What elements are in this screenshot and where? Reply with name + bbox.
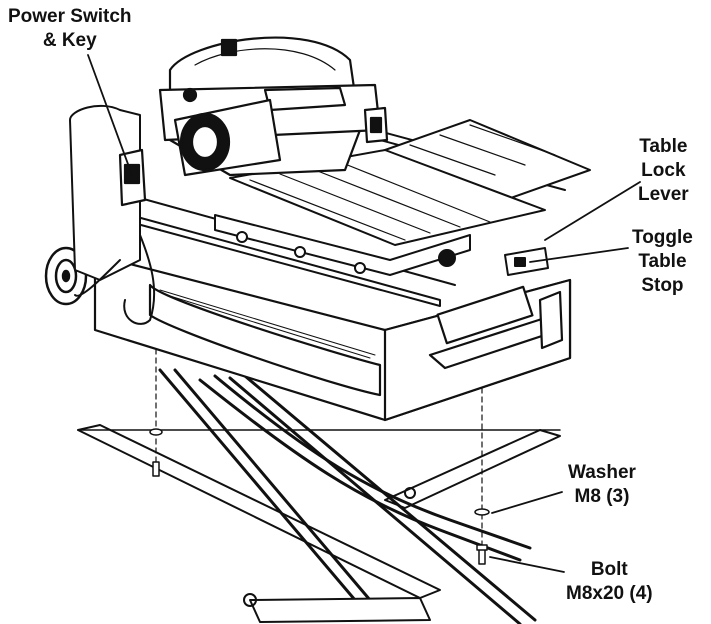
- leader-lines: [87, 54, 641, 573]
- stand: [77, 368, 561, 624]
- stand-pivot: [243, 593, 257, 607]
- table-guide: [214, 214, 471, 276]
- sliding-table: [214, 119, 591, 276]
- stand-pivot-right: [404, 487, 416, 499]
- stand-leg-right: [228, 376, 522, 624]
- label-washer: Washer M8 (3): [568, 462, 636, 507]
- saw-base: [93, 253, 572, 422]
- stand-leg-back-left-2: [173, 368, 372, 602]
- alignment-lines: [155, 339, 483, 546]
- table-knob-2: [294, 246, 306, 258]
- top-knob: [220, 38, 238, 57]
- label-toggle-table-stop: Toggle Table Stop: [632, 227, 693, 296]
- table-lock-knob: [438, 249, 456, 267]
- stand-leg-back-left: [158, 368, 357, 602]
- stand-right-rail: [384, 429, 561, 509]
- leader-table-lock: [544, 181, 641, 241]
- label-power-switch: Power Switch & Key: [8, 6, 132, 51]
- label-table-lock-lever: Table Lock Lever: [638, 136, 689, 205]
- stand-bottom-bar: [249, 597, 431, 623]
- brand-plate: [436, 285, 534, 345]
- washer-left-icon: [149, 428, 163, 436]
- leader-washer: [491, 491, 563, 514]
- label-bolt: Bolt M8x20 (4): [566, 559, 653, 604]
- washer-right-icon: [474, 508, 490, 516]
- hardware: [149, 428, 490, 565]
- toggle-table-stop: [504, 247, 549, 276]
- stand-leg-right-2: [243, 374, 537, 622]
- leader-bolt: [489, 556, 565, 573]
- table-knob-3: [354, 262, 366, 274]
- bolt-left-icon: [152, 461, 160, 477]
- stand-leg-front-2: [213, 374, 532, 550]
- leader-power-switch: [87, 54, 133, 176]
- leader-toggle-stop: [529, 247, 629, 263]
- power-cord: [74, 234, 156, 325]
- water-tray: [148, 283, 382, 397]
- table-knob-1: [236, 231, 248, 243]
- saw-head: [118, 36, 389, 207]
